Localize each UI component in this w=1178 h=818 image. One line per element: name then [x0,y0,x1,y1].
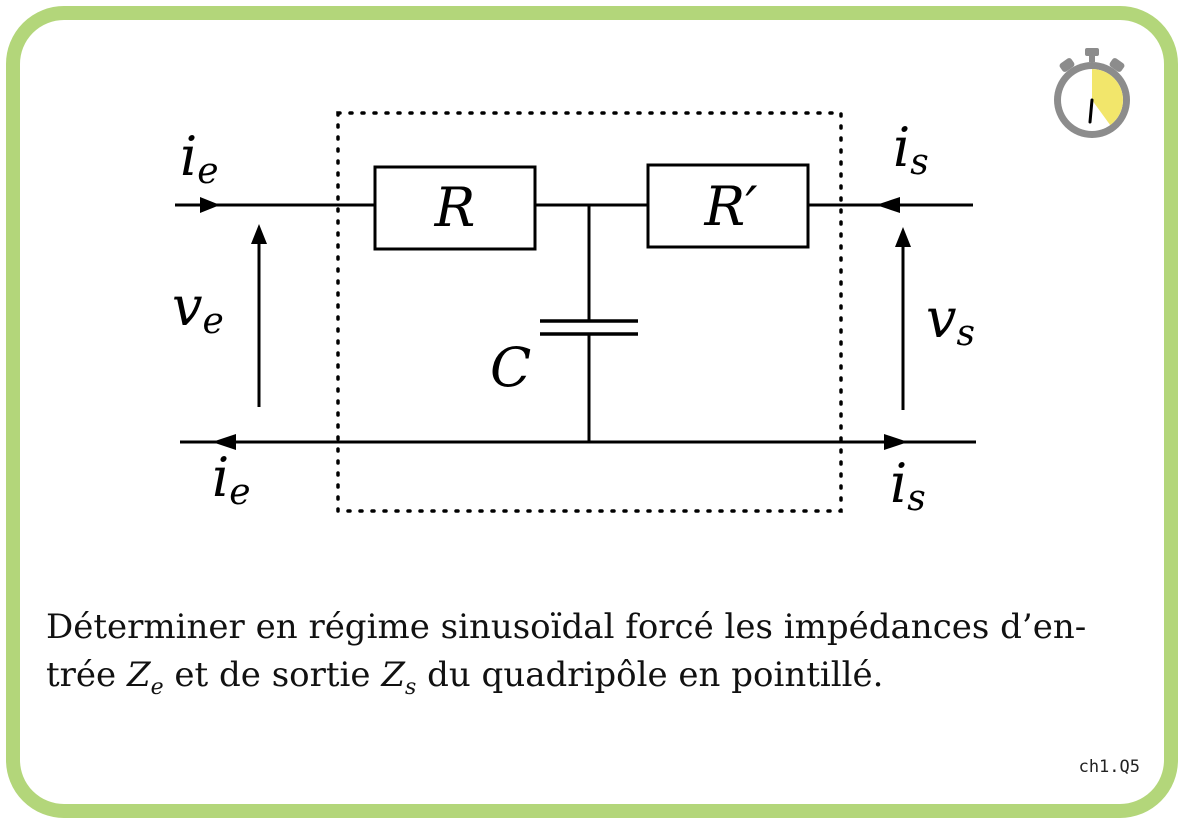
question-line-1: Déterminer en régime sinusoïdal forcé le… [46,607,1087,647]
resistor-r-prime [646,163,810,249]
label-capacitor: C [490,336,531,399]
symbol-ze: Ze [126,655,164,700]
arrow-ie-bottom [212,434,236,450]
label-ie-top: ie [180,125,219,192]
label-ve: ve [172,275,224,342]
arrow-is-top [876,197,900,213]
resistor-r [373,165,537,251]
label-resistor-r: R [434,176,476,239]
label-is-top: is [893,116,929,183]
label-resistor-r-prime: R′ [704,175,758,238]
label-ie-bottom: ie [212,446,251,513]
question-line-2: trée Ze et de sortie Zs du quadripôle en… [46,655,884,700]
question-reference: ch1.Q5 [1078,757,1140,777]
card-frame [6,6,1178,818]
question-text: Déterminer en régime sinusoïdal forcé le… [46,603,1136,712]
voltage-arrowhead-ve [251,224,267,244]
symbol-zs: Zs [381,655,417,700]
quadripole-box [336,111,843,513]
arrow-is-bottom [884,434,908,450]
voltage-arrowhead-vs [895,227,911,247]
stopwatch-icon [1054,48,1130,138]
label-vs: vs [926,287,975,354]
arrow-ie-top [200,197,220,213]
label-is-bottom: is [890,452,926,519]
stopwatch-fill [1092,69,1123,126]
